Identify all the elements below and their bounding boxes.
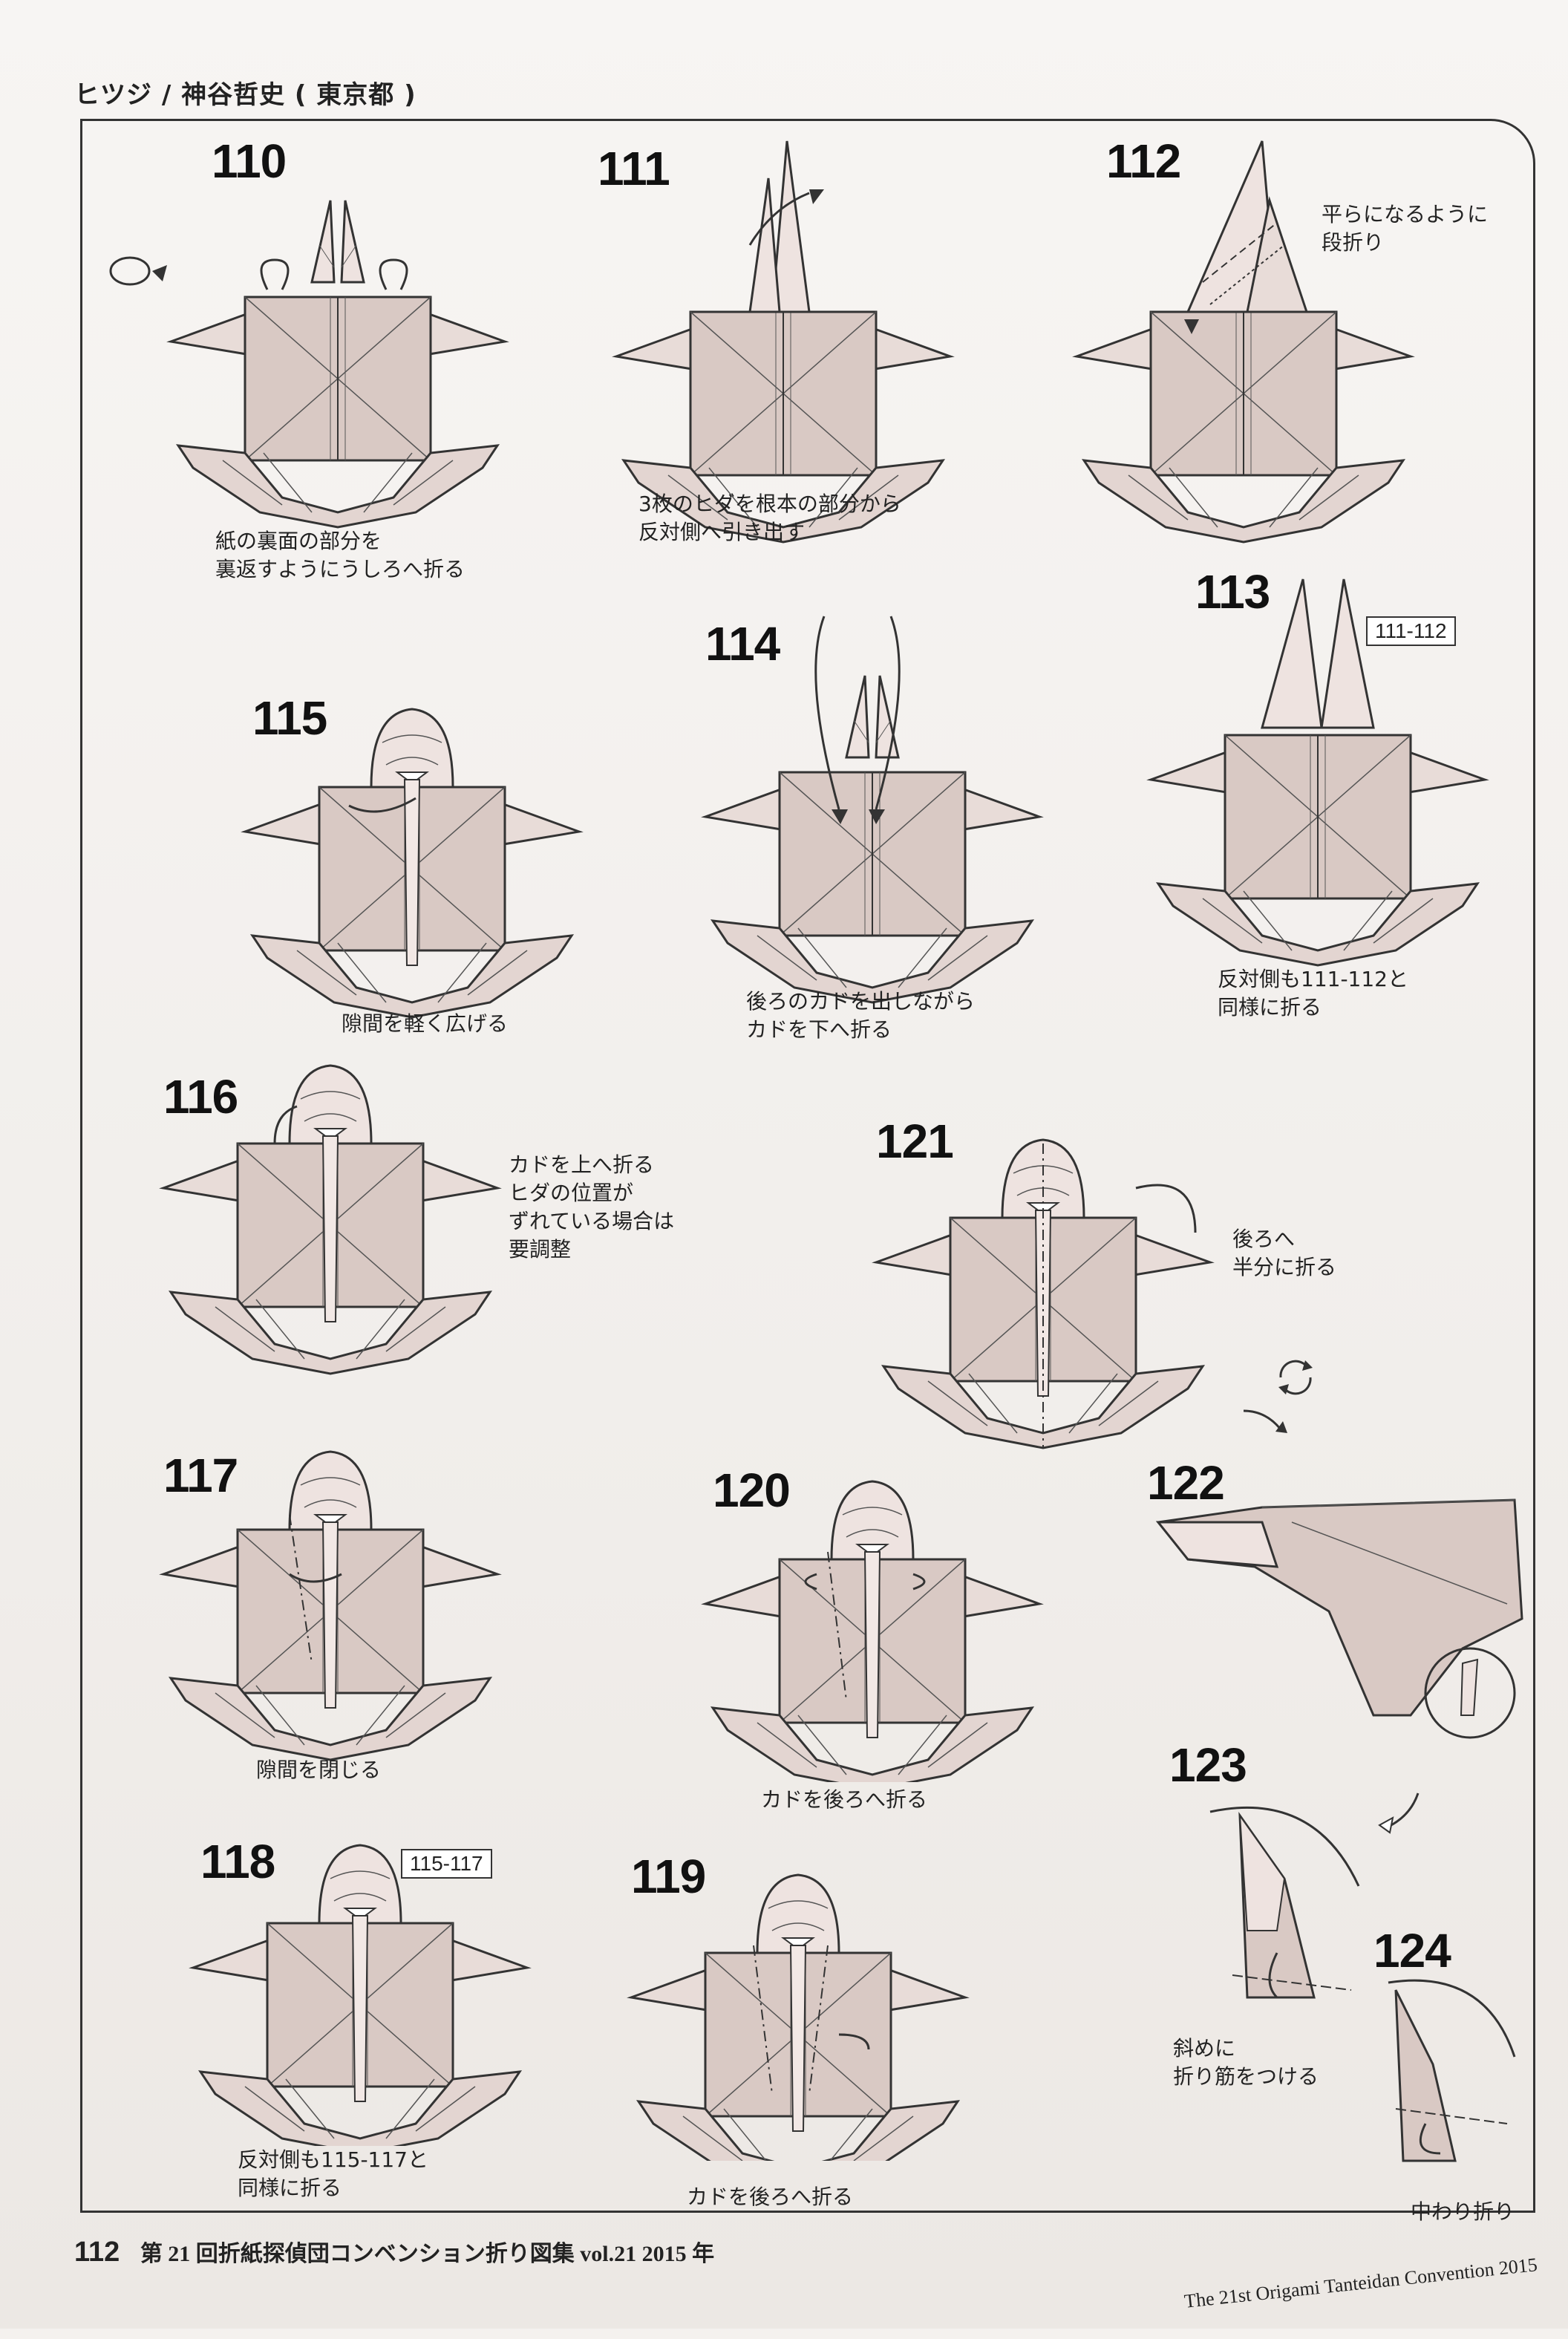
step-116: 116 カドを上へ折るヒダの位置が ずれている場合は要調整 <box>119 1054 579 1470</box>
step-number: 124 <box>1373 1923 1451 1978</box>
step-114: 114 後ろのカドを出しながらカドを下へ折る <box>653 594 1114 1010</box>
step-caption: 紙の裏面の部分を裏返すようにうしろへ折る <box>215 527 465 584</box>
step-caption: カドを上へ折るヒダの位置が ずれている場合は要調整 <box>509 1151 674 1264</box>
step-112: 112 平らになるように段折り <box>1039 134 1500 549</box>
step-111-illustration <box>564 134 1025 549</box>
step-119: 119 カドを後ろへ折る <box>587 1849 1047 2265</box>
step-number: 115 <box>252 691 327 746</box>
step-caption: 斜めに折り筋をつける <box>1173 2035 1319 2091</box>
step-number: 114 <box>705 616 780 671</box>
step-number: 117 <box>163 1448 238 1503</box>
step-117: 117 隙間を閉じる <box>119 1441 579 1856</box>
turn-over-icon <box>100 249 182 293</box>
arrow-icon <box>1240 1403 1292 1441</box>
step-number: 116 <box>163 1069 238 1124</box>
page-number: 112 <box>74 2237 120 2268</box>
step-caption: 中わり折り <box>1411 2198 1515 2226</box>
step-caption: 3枚のヒダを根本の部分から反対側へ引き出す <box>638 490 901 547</box>
reference-box: 115-117 <box>401 1849 492 1879</box>
step-caption: 反対側も115-117と同様に折る <box>238 2146 428 2202</box>
step-number: 110 <box>212 134 286 189</box>
step-caption: 隙間を閉じる <box>256 1756 381 1784</box>
step-113: 113 111-112 反対側も111-112と同様に折る <box>1114 564 1568 980</box>
page-footer: 112 第 21 回折紙探偵団コンベンション折り図集 vol.21 2015 年 <box>74 2235 714 2268</box>
step-111: 111 3枚のヒダを根本の部分から反対側へ引き出す <box>564 134 1025 549</box>
rotate-icon <box>1270 1351 1322 1403</box>
step-118: 118 115-117 反対側も115-117と同様に折る <box>148 1834 609 2250</box>
step-number: 120 <box>713 1463 790 1518</box>
page-header: ヒツジ / 神谷哲史 ( 東京都 ) <box>74 74 416 111</box>
step-caption: 後ろのカドを出しながらカドを下へ折る <box>746 988 975 1044</box>
step-115: 115 隙間を軽く広げる <box>200 683 661 1099</box>
step-number: 121 <box>876 1114 953 1169</box>
step-110: 110 紙の裏面の部分を裏返すようにうしろへ折る <box>119 134 579 549</box>
step-112-illustration <box>1039 134 1500 549</box>
step-caption: カドを後ろへ折る <box>687 2183 853 2211</box>
step-caption: カドを後ろへ折る <box>761 1786 927 1814</box>
reference-box: 111-112 <box>1366 616 1456 646</box>
step-113-illustration <box>1114 564 1529 980</box>
step-caption: 隙間を軽く広げる <box>342 1010 508 1038</box>
step-number: 122 <box>1147 1455 1224 1510</box>
step-caption: 平らになるように段折り <box>1322 200 1488 257</box>
step-number: 123 <box>1169 1738 1247 1792</box>
book-title: 第 21 回折紙探偵団コンベンション折り図集 vol.21 2015 年 <box>140 2242 714 2266</box>
step-number: 111 <box>598 141 670 196</box>
step-number: 113 <box>1195 564 1270 619</box>
step-caption: 反対側も111-112と同様に折る <box>1218 965 1408 1022</box>
step-110-illustration <box>119 134 579 549</box>
step-caption: 後ろへ半分に折る <box>1232 1225 1336 1282</box>
step-number: 118 <box>200 1834 275 1889</box>
step-number: 112 <box>1106 134 1180 189</box>
